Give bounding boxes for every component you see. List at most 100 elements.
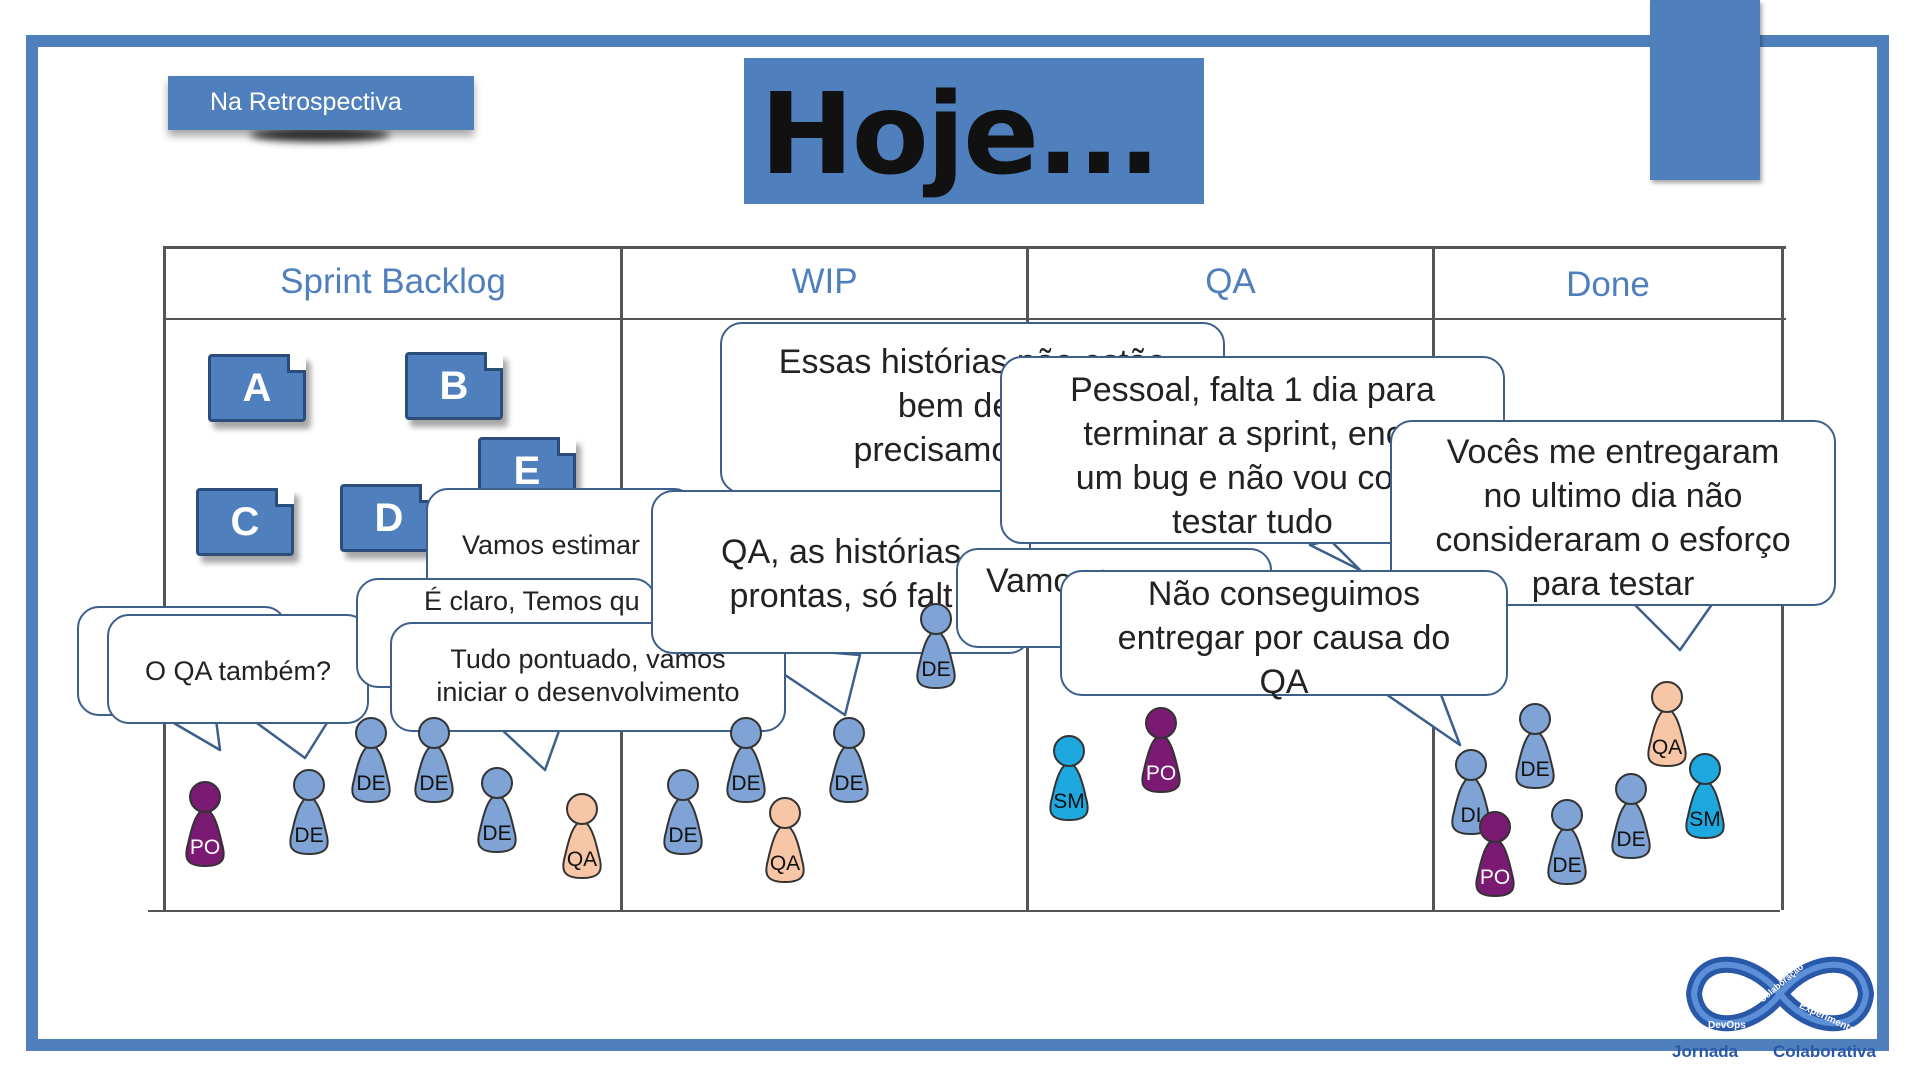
pawn-de: DE — [282, 766, 336, 858]
infinity-icon — [1685, 956, 1875, 1032]
bubble-pessoal-line1: Pessoal, falta 1 dia para — [1070, 371, 1435, 409]
pawn-de: DE — [344, 714, 398, 806]
pawn-body — [1647, 706, 1687, 768]
bubble-nao-line3: QA — [1259, 663, 1309, 701]
tail-voces — [1628, 598, 1717, 652]
pawn-head — [1455, 749, 1487, 781]
pawn-figure — [1451, 749, 1491, 836]
pawn-body — [1049, 760, 1089, 822]
pawn-figure — [351, 717, 391, 804]
pawn-head — [1479, 811, 1511, 843]
bubble-voces-line2: no ultimo dia não — [1483, 477, 1743, 515]
pawn-de: DE — [407, 714, 461, 806]
pawn-body — [562, 818, 602, 880]
pawn-body — [663, 794, 703, 856]
pawn-figure — [414, 717, 454, 804]
pawn-head — [1053, 735, 1085, 767]
pawn-sm: SM — [1678, 750, 1732, 842]
pawn-figure — [1049, 735, 1089, 822]
bubble-voces-line4: para testar — [1531, 565, 1695, 603]
pawn-figure — [1547, 799, 1587, 886]
pawn-figure — [185, 781, 225, 868]
pawn-de-partial: DI — [1444, 746, 1498, 838]
pawn-head — [418, 717, 450, 749]
pawn-body — [916, 628, 956, 690]
slide-title: Hoje... — [760, 70, 1161, 200]
logo-word-colaborativa: Colaborativa — [1773, 1042, 1876, 1061]
pawn-de: DE — [656, 766, 710, 858]
pawn-po: PO — [178, 778, 232, 870]
pawn-head — [481, 767, 513, 799]
logo-word-jornada: Jornada — [1672, 1042, 1739, 1061]
pawn-de: DE — [470, 764, 524, 856]
column-header-wip: WIP — [791, 262, 858, 301]
pawn-de: DE — [1540, 796, 1594, 888]
bubble-pessoal: Pessoal, falta 1 dia para terminar a spr… — [1000, 356, 1505, 544]
pawn-figure — [1685, 753, 1725, 840]
pawn-head — [730, 717, 762, 749]
pawn-figure — [829, 717, 869, 804]
pawn-head — [566, 793, 598, 825]
board-left-line — [163, 246, 166, 910]
retrospective-tag: Na Retrospectiva — [168, 76, 474, 130]
column-header-sprint-backlog: Sprint Backlog — [280, 262, 506, 301]
pawn-head — [833, 717, 865, 749]
pawn-de: DE — [1508, 700, 1562, 792]
bubble-qa-historias-line1: QA, as histórias — [721, 533, 961, 571]
pawn-figure — [477, 767, 517, 854]
pawn-body — [477, 792, 517, 854]
pawn-po: PO — [1468, 808, 1522, 900]
pawn-head — [1689, 753, 1721, 785]
pawn-figure — [765, 797, 805, 884]
pawn-body — [765, 822, 805, 884]
pawn-body — [185, 806, 225, 868]
pawn-head — [769, 797, 801, 829]
bubble-nao-line2: entregar por causa do — [1117, 619, 1451, 657]
pawn-de: DE — [822, 714, 876, 806]
pawn-head — [1615, 773, 1647, 805]
bubble-pessoal-line3: um bug e não vou cons — [1075, 459, 1430, 497]
logo-label-qualidade: Qualidade — [1700, 944, 1749, 955]
pawn-head — [189, 781, 221, 813]
board-bottom-line — [148, 910, 1780, 912]
column-header-qa: QA — [1205, 262, 1256, 301]
pawn-figure — [1475, 811, 1515, 898]
pawn-figure — [663, 769, 703, 856]
pawn-de: DE — [1604, 770, 1658, 862]
pawn-body — [1685, 778, 1725, 840]
pawn-figure — [726, 717, 766, 804]
pawn-qa: QA — [1640, 678, 1694, 770]
pawn-head — [920, 603, 952, 635]
pawn-body — [1515, 728, 1555, 790]
pawn-head — [667, 769, 699, 801]
pawn-body — [351, 742, 391, 804]
pawn-sm: SM — [1042, 732, 1096, 824]
pawn-figure — [562, 793, 602, 880]
pawn-body — [829, 742, 869, 804]
pawn-body — [289, 794, 329, 856]
tail-pessoal — [1308, 538, 1362, 572]
logo-label-devops: DevOps — [1708, 1020, 1746, 1031]
story-card-b: B — [405, 352, 503, 420]
pawn-body — [1547, 824, 1587, 886]
pawn-head — [1145, 707, 1177, 739]
bubble-nao-conseguimos: Não conseguimos entregar por causa do QA — [1060, 570, 1508, 701]
pawn-body — [1475, 836, 1515, 898]
pawn-body — [726, 742, 766, 804]
title-box — [744, 58, 1204, 204]
column-header-done: Done — [1566, 265, 1650, 304]
pawn-de-hidden: DE — [909, 600, 963, 692]
pawn-body — [1611, 798, 1651, 860]
pawn-figure — [1141, 707, 1181, 794]
jornada-colaborativa-logo: Jornada Colaborativa Qualidade Agilidade… — [1670, 936, 1890, 1066]
story-card-d: D — [340, 484, 438, 552]
tag-shadow — [250, 128, 390, 142]
bubble-pessoal-line4: testar tudo — [1172, 503, 1333, 541]
pawn-de: DE — [719, 714, 773, 806]
pawn-head — [293, 769, 325, 801]
pawn-figure — [289, 769, 329, 856]
bubble-nao-line1: Não conseguimos — [1147, 575, 1421, 613]
pawn-figure — [1515, 703, 1555, 790]
logo-label-agilidade: Agilidade — [1810, 944, 1856, 955]
bubble-qa-historias-line2: prontas, só falt — [729, 577, 953, 615]
